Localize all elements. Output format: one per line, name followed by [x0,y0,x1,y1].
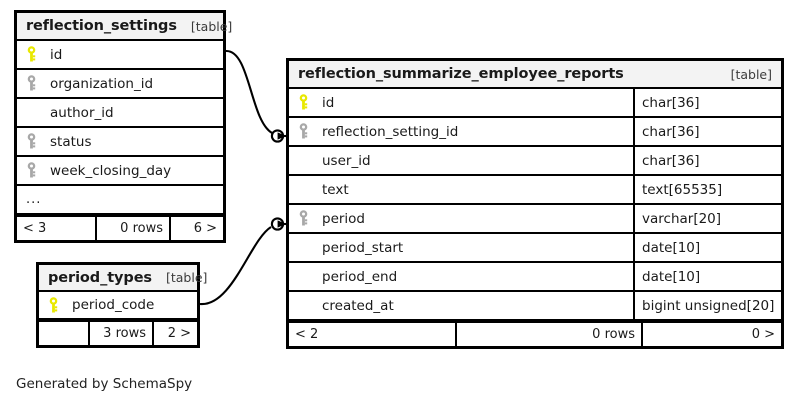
table-row[interactable]: author_id [17,99,223,128]
table-row[interactable]: user_id char[36] [289,147,781,176]
column-cell: period [289,205,633,232]
table-row[interactable]: week_closing_day [17,157,223,186]
table-row[interactable]: period varchar[20] [289,205,781,234]
column-name: created_at [322,297,394,314]
generator-caption: Generated by SchemaSpy [16,376,193,392]
column-cell: id [289,89,633,116]
index-key-icon [298,123,322,140]
parent-count-button[interactable]: < 2 [295,327,319,342]
column-cell: period_code [39,292,197,318]
column-cell: author_id [17,99,223,126]
primary-key-icon [298,94,322,111]
table-title: reflection_summarize_employee_reports [298,66,624,82]
column-cell: created_at [289,292,633,319]
row-count-label: 0 rows [455,323,641,346]
table-type-tag: [table] [190,18,233,34]
table-footer: 3 rows 2 > [39,320,197,345]
column-type: char[36] [633,147,781,174]
table-row[interactable]: period_start date[10] [289,234,781,263]
table-row[interactable]: period_code [39,292,197,320]
column-cell: period_start [289,234,633,261]
table-type-tag: [table] [730,66,772,82]
column-type: date[10] [633,263,781,290]
primary-key-icon [48,296,72,314]
column-type: date[10] [633,234,781,261]
table-period-types[interactable]: period_types [table] period_code 3 rows … [36,262,207,348]
column-name: period_start [322,239,404,256]
child-count-button[interactable]: 0 > [641,323,781,346]
column-cell: reflection_setting_id [289,118,633,145]
parent-count-button[interactable]: < 3 [23,221,47,236]
column-type: varchar[20] [633,205,781,232]
table-row[interactable]: organization_id [17,70,223,99]
column-cell: text [289,176,633,203]
column-cell: organization_id [17,70,223,97]
column-name: id [50,46,63,63]
column-type: text[65535] [633,176,781,203]
column-name: period [322,210,366,227]
column-name: user_id [322,152,371,169]
more-columns-row[interactable]: ... [17,186,223,215]
table-row[interactable]: text text[65535] [289,176,781,205]
column-name: text [322,181,349,198]
table-reflection-summarize-employee-reports[interactable]: reflection_summarize_employee_reports [t… [286,58,784,349]
index-key-icon [26,133,50,150]
column-name: organization_id [50,75,154,92]
index-key-icon [26,162,50,179]
table-row[interactable]: created_at bigint unsigned[20] [289,292,781,321]
table-footer: < 2 0 rows 0 > [289,321,781,346]
row-count-label: 0 rows [95,217,169,240]
column-name: reflection_setting_id [322,123,459,140]
table-row[interactable]: id char[36] [289,89,781,118]
column-cell: user_id [289,147,633,174]
table-header: period_types [table] [39,265,207,292]
table-row[interactable]: reflection_setting_id char[36] [289,118,781,147]
column-cell: period_end [289,263,633,290]
column-name: ... [26,192,42,207]
relationship-reflection-settings-to-summarize-reports [225,49,287,143]
column-cell: id [17,41,223,68]
index-key-icon [26,75,50,92]
table-reflection-settings[interactable]: reflection_settings [table] id [14,10,232,243]
table-title: period_types [48,269,152,286]
table-row[interactable]: status [17,128,223,157]
table-row[interactable]: id [17,41,223,70]
column-type: char[36] [633,118,781,145]
child-count-button[interactable]: 6 > [169,217,223,240]
column-name: author_id [50,104,114,121]
table-header: reflection_settings [table] [17,13,232,41]
column-type: bigint unsigned[20] [633,292,781,319]
parent-count-button[interactable] [39,322,88,345]
column-cell: week_closing_day [17,157,223,184]
table-header: reflection_summarize_employee_reports [t… [289,61,781,89]
column-name: period_end [322,268,398,285]
primary-key-icon [26,46,50,63]
table-title: reflection_settings [26,18,177,34]
column-name: status [50,133,92,150]
column-name: week_closing_day [50,162,172,179]
table-footer: < 3 0 rows 6 > [17,215,223,240]
column-cell: status [17,128,223,155]
table-row[interactable]: period_end date[10] [289,263,781,292]
column-name: id [322,94,335,111]
column-type: char[36] [633,89,781,116]
child-count-button[interactable]: 2 > [152,322,197,345]
row-count-label: 3 rows [88,322,152,345]
index-key-icon [298,210,322,227]
column-cell: ... [17,186,223,213]
column-name: period_code [72,297,155,313]
table-type-tag: [table] [165,270,208,285]
